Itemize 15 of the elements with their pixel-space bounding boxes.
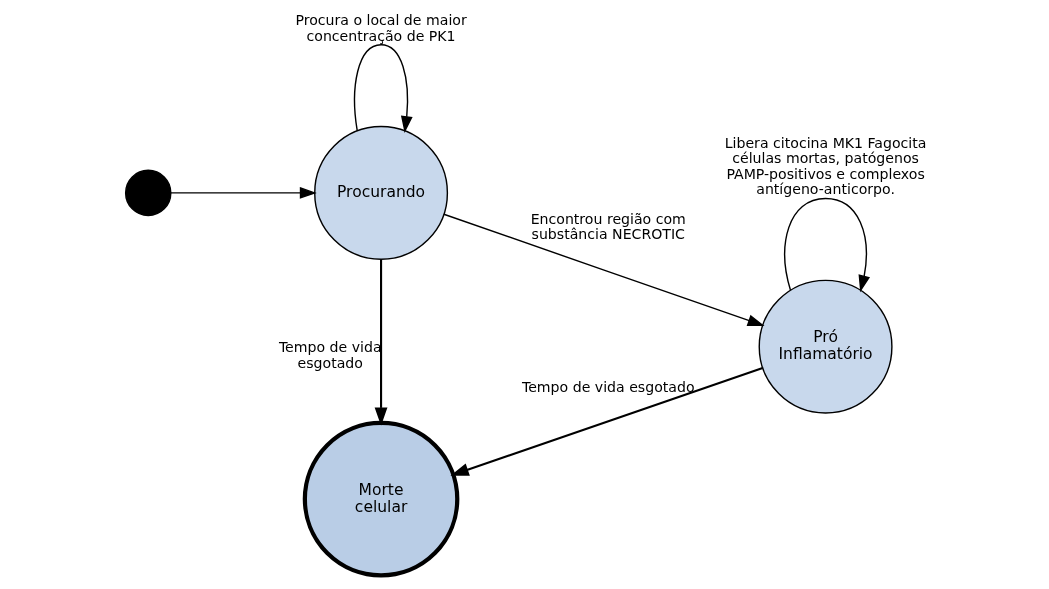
edge-label: Tempo de vida esgotado	[278, 339, 382, 371]
node-circle: Procurando	[313, 125, 448, 260]
node-circle	[124, 169, 171, 217]
node-circle: Pró Inflamatório	[758, 279, 893, 414]
edge-label: Procura o local de maior concentração de PK1	[294, 11, 467, 44]
arrow	[449, 366, 763, 476]
node-circle: Morte celular	[302, 420, 459, 578]
arrow	[353, 44, 413, 133]
arrow	[783, 197, 870, 293]
arrow	[374, 259, 387, 426]
edge-label: Libera citocina MK1 Fagocita células mortas, patógenos PAMP-positivos e complexos antígeno-anticorpo.	[724, 134, 926, 198]
arrow	[169, 186, 317, 199]
arrow	[442, 213, 765, 326]
edge-label: Encontrou região com substância NECROTIC	[530, 210, 686, 243]
edge-label: Tempo de vida esgotado	[521, 378, 695, 395]
